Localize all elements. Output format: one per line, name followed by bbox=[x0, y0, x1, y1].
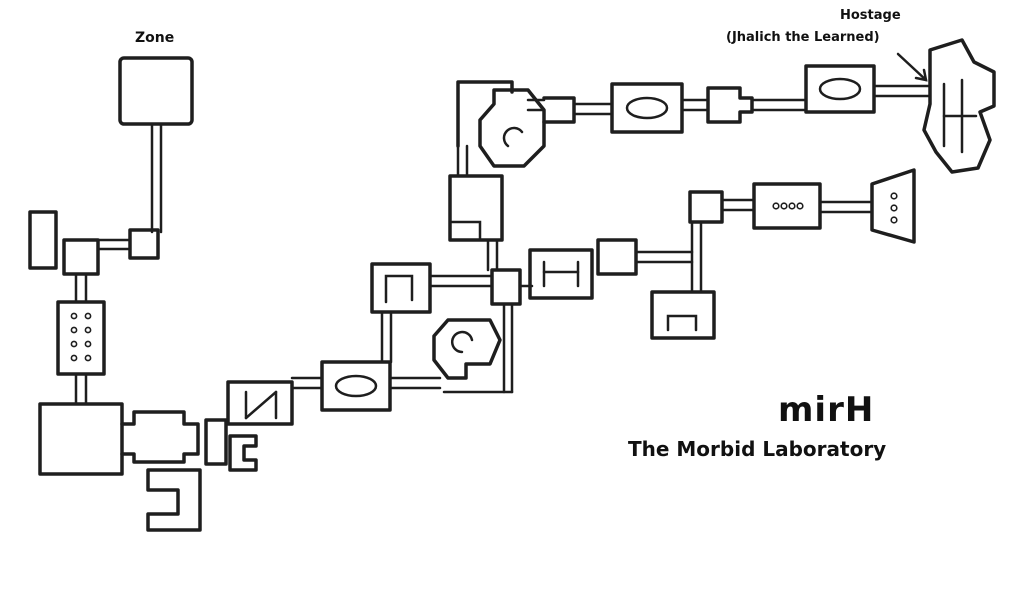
corridor-top-4 bbox=[872, 84, 932, 98]
room-far-right bbox=[870, 168, 916, 244]
corridor-spiral-down bbox=[442, 302, 514, 394]
oval-room-top-1 bbox=[610, 82, 684, 134]
room-bottom-small bbox=[204, 418, 228, 466]
corridor-to-pillar-right bbox=[720, 198, 756, 212]
oval-room-top-2 bbox=[804, 64, 876, 114]
corridor-oval-to-spiral bbox=[388, 376, 442, 390]
frame-top-left bbox=[456, 80, 514, 148]
room-bottom-bracket bbox=[228, 434, 258, 472]
room-top-bracket-2 bbox=[706, 86, 754, 124]
corridor-right-vertical bbox=[690, 220, 703, 294]
room-right-junction bbox=[688, 190, 724, 224]
corridor-center-right bbox=[428, 274, 494, 288]
corridor-to-left-junction bbox=[96, 238, 132, 251]
room-zigzag-center bbox=[528, 248, 594, 300]
hostage-arrow bbox=[896, 52, 928, 82]
spiral-room-upper bbox=[478, 88, 546, 168]
map-subtitle: The Morbid Laboratory bbox=[628, 437, 887, 461]
corridor-top-1 bbox=[572, 102, 614, 116]
map-title: mirH bbox=[778, 390, 875, 430]
room-right-lower bbox=[650, 290, 716, 340]
corridor-tall-up bbox=[456, 144, 469, 178]
pillar-hall-left bbox=[56, 300, 106, 376]
room-right-small-center bbox=[596, 238, 638, 276]
room-left-junction bbox=[62, 238, 100, 276]
room-center-junction bbox=[490, 268, 522, 306]
corridor-top-2 bbox=[680, 98, 710, 112]
zone-label: Zone bbox=[135, 30, 175, 46]
room-bottom-cross bbox=[120, 410, 200, 464]
hostage-label: Hostage bbox=[840, 8, 901, 23]
room-top-bracket bbox=[526, 96, 576, 124]
zone-room bbox=[118, 56, 194, 126]
room-left-small bbox=[28, 210, 58, 270]
room-bottom-j bbox=[146, 468, 202, 532]
room-zigzag-left bbox=[226, 380, 294, 426]
corridor-oval-up bbox=[380, 310, 393, 364]
corridor-top-3 bbox=[750, 98, 808, 112]
corridor-pillar-right-east bbox=[818, 200, 874, 214]
corridor-right-center-east bbox=[634, 250, 694, 264]
corridor-hall-down bbox=[74, 372, 88, 406]
hostage-name-label: (Jhalich the Learned) bbox=[726, 30, 880, 45]
pillar-hall-right bbox=[752, 182, 822, 230]
corridor-left-down bbox=[74, 272, 88, 304]
room-large-bottom-left bbox=[38, 402, 124, 476]
oval-room-lower bbox=[320, 360, 392, 412]
corridor-to-oval-left bbox=[290, 376, 324, 390]
spiral-room-lower bbox=[432, 318, 502, 380]
room-small-right-junction bbox=[128, 228, 160, 260]
corridor-center-up bbox=[486, 238, 499, 272]
room-center-square bbox=[370, 262, 432, 314]
room-center-tall bbox=[448, 174, 504, 242]
hostage-complex bbox=[922, 38, 996, 174]
corridor-zone-down bbox=[150, 122, 163, 234]
